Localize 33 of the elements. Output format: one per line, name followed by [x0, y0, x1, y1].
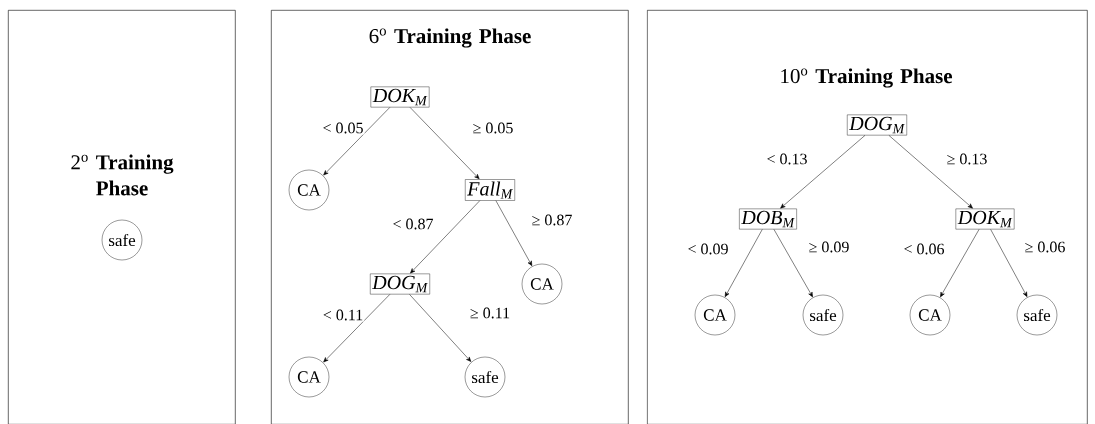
panel-heading: 6$^{o}$ Training Phase [369, 28, 531, 48]
split-box: DOK$_{M}$ [370, 86, 430, 108]
arrow [780, 135, 866, 209]
edge-label: ≥ 0.87 [530, 213, 574, 227]
edge-label: < 0.06 [902, 242, 946, 256]
arrow [724, 229, 763, 297]
edge-label: ≥ 0.13 [945, 152, 989, 166]
split-box: DOG$_{M}$ [370, 273, 430, 295]
edge-label: < 0.13 [765, 152, 809, 166]
arrow [409, 107, 480, 180]
arrow [888, 135, 973, 209]
split-box: Fall$_{M}$ [465, 179, 515, 201]
arrow [410, 200, 481, 274]
edge-label: < 0.87 [391, 217, 435, 231]
split-box: DOB$_{M}$ [739, 208, 797, 230]
edge-label: < 0.09 [686, 242, 730, 256]
arrow [323, 294, 391, 363]
split-box: DOK$_{M}$ [955, 208, 1015, 230]
arrow [773, 229, 813, 298]
edge-label: ≥ 0.05 [471, 121, 515, 135]
panel-heading: 10$^{o}$ Training Phase [781, 68, 953, 88]
edge-label: < 0.05 [321, 121, 365, 135]
split-box: DOG$_{M}$ [847, 114, 907, 136]
arrow [409, 294, 472, 362]
arrow [495, 200, 533, 266]
panel-heading: 2$^{o}$ Training Phase [71, 154, 174, 196]
arrow [940, 229, 980, 298]
edge-label: < 0.11 [321, 308, 365, 322]
edge-label: ≥ 0.06 [1023, 240, 1067, 254]
edge-label: ≥ 0.11 [468, 306, 512, 320]
edge-label: ≥ 0.09 [807, 240, 851, 254]
arrow [990, 229, 1028, 297]
arrow [323, 107, 391, 176]
